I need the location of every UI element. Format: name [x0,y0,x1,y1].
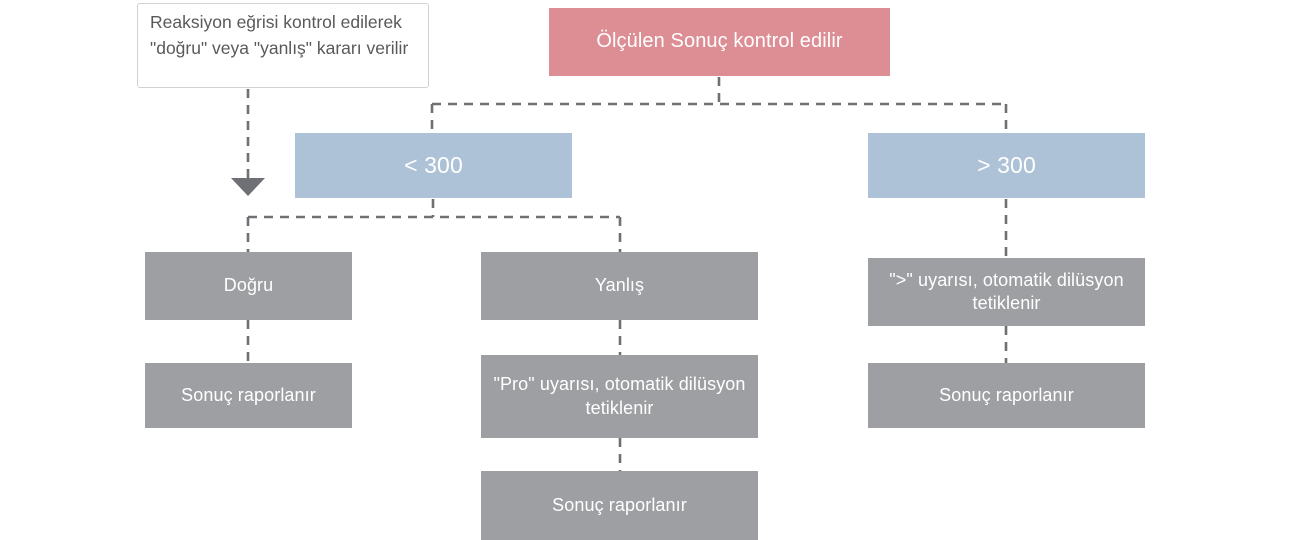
node-dogru-result-reported[interactable]: Sonuç raporlanır [145,363,352,428]
node-measured-result[interactable]: Ölçülen Sonuç kontrol edilir [549,8,890,76]
node-right-result-reported[interactable]: Sonuç raporlanır [868,363,1145,428]
node-dogru[interactable]: Doğru [145,252,352,320]
node-greater-than-300[interactable]: > 300 [868,133,1145,198]
node-less-than-300[interactable]: < 300 [295,133,572,198]
node-greater-warning-auto-dilution[interactable]: ">" uyarısı, otomatik dilüsyon tetikleni… [868,258,1145,326]
arrowhead-icon [231,178,265,196]
note-reaction-curve: Reaksiyon eğrisi kontrol edilerek "doğru… [137,3,429,88]
node-middle-result-reported[interactable]: Sonuç raporlanır [481,471,758,540]
node-pro-warning-auto-dilution[interactable]: "Pro" uyarısı, otomatik dilüsyon tetikle… [481,355,758,438]
node-yanlis[interactable]: Yanlış [481,252,758,320]
